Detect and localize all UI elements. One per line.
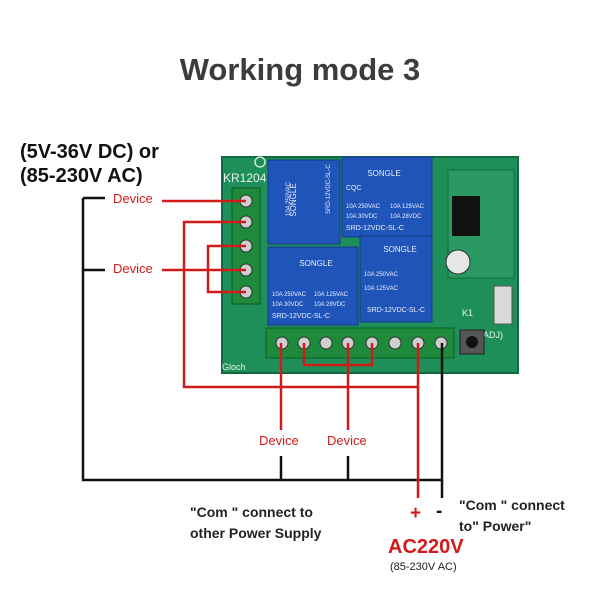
relay-2: SONGLE CQC 10A 250VAC 10A 125VAC 10A 30V…: [341, 156, 433, 238]
relay-2-rating-4: 10A 28VDC: [390, 214, 422, 220]
red-wires: [162, 199, 420, 498]
relay-3-rating-4: 10A 28VDC: [314, 302, 346, 308]
relay-3-brand: SONGLE: [299, 259, 332, 268]
crystal: [493, 285, 513, 325]
relay-2-model: SRD-12VDC-SL-C: [346, 225, 404, 232]
device-label-middle: Device: [113, 261, 153, 276]
relay-4-model: SRD-12VDC-SL-C: [367, 307, 425, 314]
learn-button: [459, 329, 485, 355]
relay-4: SONGLE 10A 250VAC 10A 125VAC SRD-12VDC-S…: [359, 235, 433, 323]
com-power-note-line1: "Com " connect: [459, 497, 565, 513]
device-label-bottom-left: Device: [259, 433, 299, 448]
com-power-note-line2: to" Power": [459, 518, 532, 534]
relay-3: SONGLE 10A 250VAC 10A 125VAC 10A 30VDC 1…: [267, 246, 359, 326]
relay-3-rating-1: 10A 250VAC: [272, 292, 307, 298]
minus-symbol: -: [436, 501, 443, 522]
relay-3-model: SRD-12VDC-SL-C: [272, 313, 330, 320]
board-model: KR1204: [223, 171, 267, 185]
black-wires: [81, 196, 444, 482]
relay-4-brand: SONGLE: [383, 245, 416, 254]
relay-4-rating-1: 10A 250VAC: [364, 272, 399, 278]
com-other-note-line2: other Power Supply: [190, 525, 322, 541]
ac-range-label: (85-230V AC): [390, 561, 457, 573]
plus-symbol: +: [410, 503, 422, 524]
relay-3-rating-3: 10A 30VDC: [272, 302, 304, 308]
relay-2-rating-3: 10A 30VDC: [346, 214, 378, 220]
mount-hole: [254, 156, 266, 168]
relay-1-model: SRD-12VDC-SL-C: [326, 164, 332, 214]
relay-1-brand: SONGLE: [289, 183, 298, 216]
silk-bottom: Gloch: [222, 362, 246, 372]
supply-label-line2: (85-230V AC): [20, 165, 143, 187]
learn-button-cap: [466, 336, 478, 348]
relay-1: SONGLE 10A 250VAC SRD-12VDC-SL-C: [267, 159, 341, 245]
rf-coil: [452, 196, 480, 236]
relay-3-rating-2: 10A 125VAC: [314, 292, 349, 298]
com-other-note-line1: "Com " connect to: [190, 504, 313, 520]
relay-2-marks: CQC: [346, 185, 362, 192]
ac220v-label: AC220V: [388, 536, 464, 558]
relay-2-rating-1: 10A 250VAC: [346, 204, 381, 210]
device-label-top: Device: [113, 191, 153, 206]
relay-2-brand: SONGLE: [367, 169, 400, 178]
capacitor: [445, 249, 471, 275]
diagram-title: Working mode 3: [179, 52, 421, 87]
relay-4-rating-2: 10A 125VAC: [364, 286, 399, 292]
terminal-block-bottom: [265, 327, 455, 359]
adj-label: (ADJ): [480, 330, 503, 340]
relay-2-rating-2: 10A 125VAC: [390, 204, 425, 210]
supply-label-line1: (5V-36V DC) or: [20, 141, 159, 163]
relay-1-rating: 10A 250VAC: [286, 181, 292, 216]
k1-label: K1: [462, 308, 473, 318]
device-label-bottom-right: Device: [327, 433, 367, 448]
